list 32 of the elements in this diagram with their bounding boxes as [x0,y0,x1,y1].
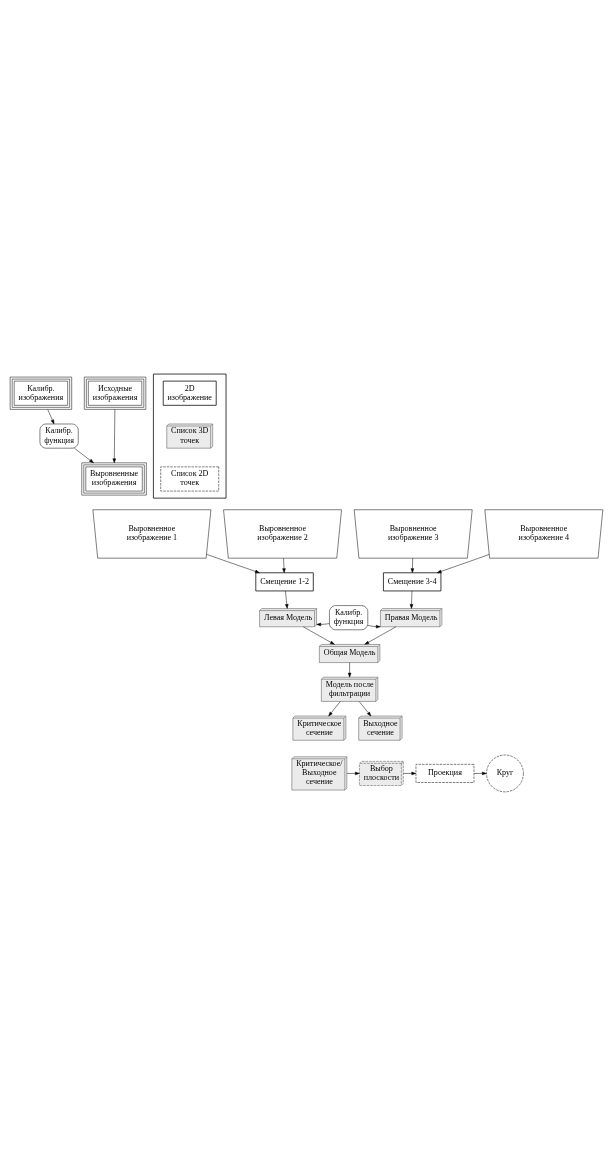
node-box: Смещение 3-4 [383,572,442,592]
node-box: Калибр. функция [39,423,79,449]
arrow [364,626,397,645]
node-box: Выровненное изображение 2 [223,509,342,559]
arrow [358,701,372,717]
node-box: Выровненное изображение 4 [484,509,604,559]
arrow [410,557,415,573]
node-box: Выровненное изображение 1 [92,509,212,559]
node-box: Выровненное изображение 3 [353,509,473,559]
arrow [367,625,381,629]
arrow [403,771,417,776]
node-box: Калибр. функция [329,605,369,631]
arrow [47,409,55,425]
arrow [347,662,352,678]
arrow [316,622,330,627]
arrow [328,701,341,717]
arrow [282,557,286,573]
arrow [206,554,260,573]
node-box: 2D изображение [162,380,217,406]
cluster [153,373,227,499]
arrow [74,448,94,464]
arrow [346,771,360,776]
node-box: Проекция [415,764,475,783]
node-box: Список 2D точек [160,466,219,492]
node-box: Смещение 1-2 [255,572,314,592]
node-circle: Круг [486,754,524,793]
arrow [436,554,490,573]
arrow [473,771,487,776]
arrow [303,626,335,645]
arrow [409,590,414,609]
arrow [285,590,289,609]
arrow [112,409,116,464]
